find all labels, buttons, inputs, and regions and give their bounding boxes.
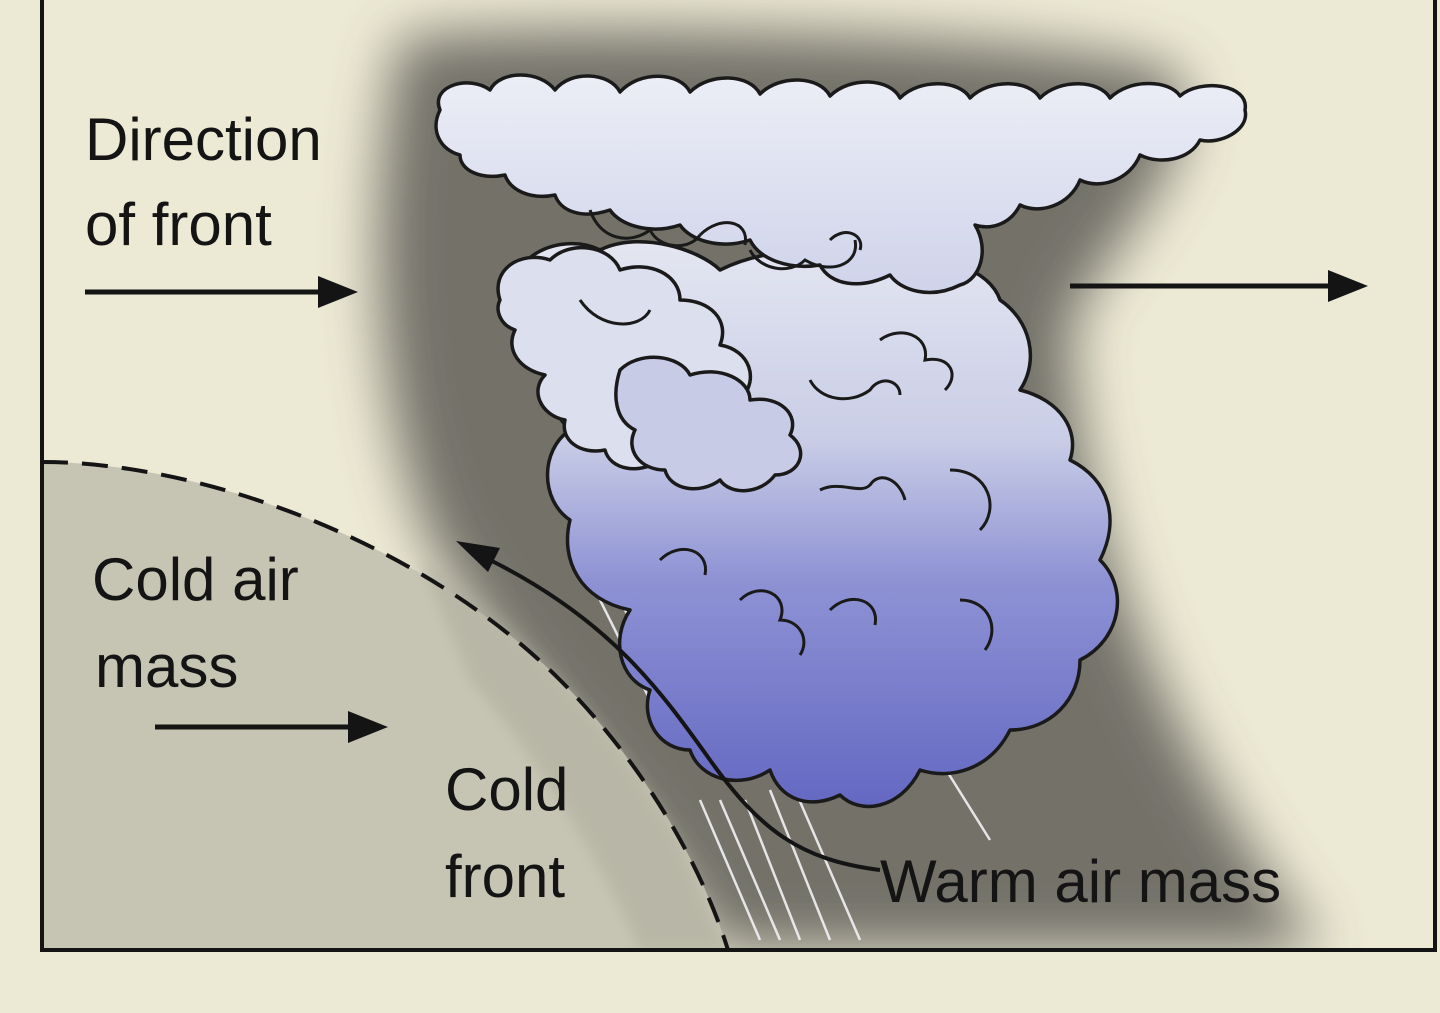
cold-front-label-line1: Cold: [445, 756, 568, 823]
warm-air-label: Warm air mass: [880, 848, 1281, 915]
direction-arrow-left: [85, 276, 358, 308]
diagram-frame: [40, 0, 1437, 952]
cloud-details: [578, 209, 994, 656]
direction-arrow-right: [1070, 270, 1368, 302]
cold-air-label-line2: mass: [95, 633, 238, 700]
cold-front-boundary: [41, 460, 730, 951]
direction-label-line2: of front: [85, 191, 272, 258]
cold-air-label-line1: Cold air: [92, 546, 299, 613]
cold-air-mass: [42, 462, 728, 950]
warm-air-rising-arrow: [489, 558, 881, 872]
cloud-anvil: [434, 73, 1248, 295]
direction-label-line1: Direction: [85, 106, 322, 173]
storm-cloud: [434, 73, 1248, 809]
cold-front-label-line2: front: [445, 843, 565, 910]
cloud-mid-lobes: [614, 355, 803, 493]
cold-air-arrow: [155, 711, 388, 743]
cold-air-mass-shading: [420, 560, 728, 950]
warm-air-arrowhead: [456, 541, 500, 572]
